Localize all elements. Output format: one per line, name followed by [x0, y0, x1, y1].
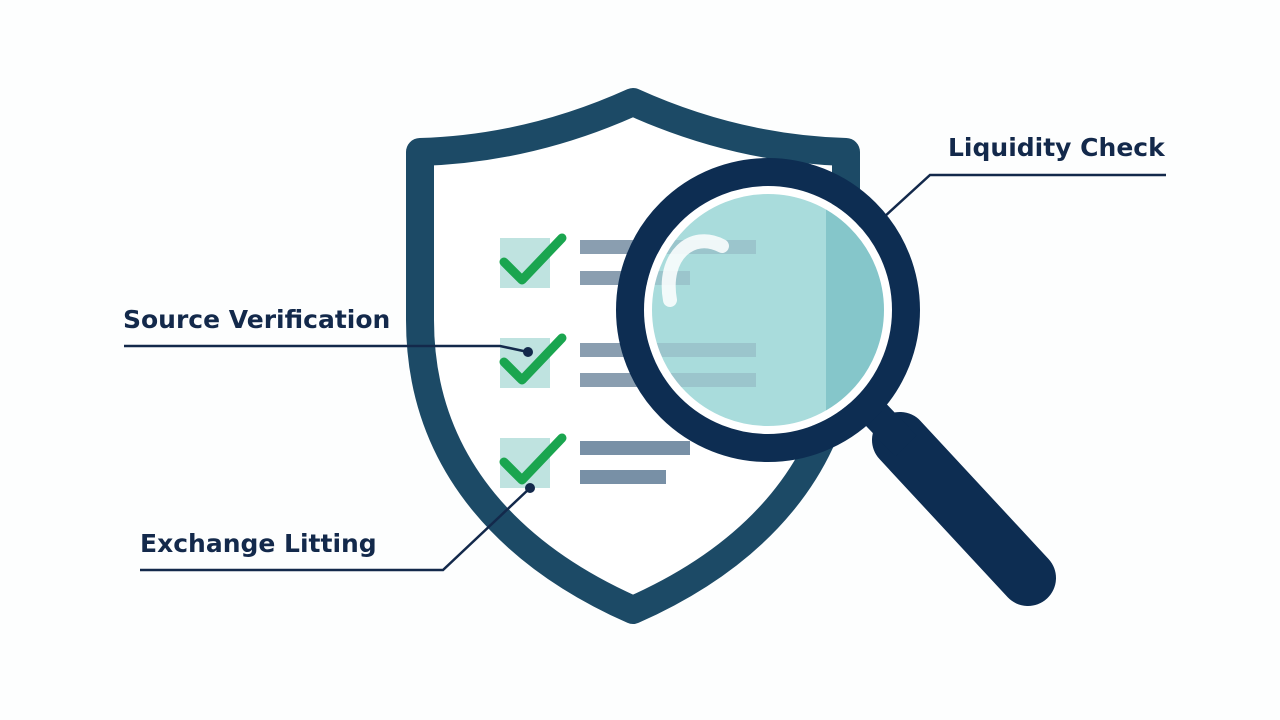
checkmark-icon: [499, 433, 567, 485]
text-line: [580, 441, 690, 455]
liquidity-check-leader: [871, 173, 1166, 229]
magnifier-frame: [616, 158, 920, 462]
callout-dot: [523, 347, 533, 357]
callout-lines: [124, 173, 1166, 572]
exchange-listing-label: Exchange Litting: [140, 529, 377, 558]
text-line: [580, 470, 666, 484]
lens-glare: [661, 234, 729, 307]
liquidity-check-label: Liquidity Check: [948, 133, 1165, 162]
magnifier-handle: [872, 412, 1056, 606]
exchange-listing-leader: [140, 487, 531, 572]
checklist-row: [499, 433, 690, 488]
checkmark-icon: [499, 333, 567, 385]
callout-dot: [525, 483, 535, 493]
source-verification-label: Source Verification: [123, 305, 391, 334]
magnifier-rim: [644, 186, 892, 434]
source-verification-leader: [124, 344, 529, 354]
magnifying-glass-icon: [616, 158, 1056, 606]
checklist: [499, 233, 720, 488]
checkmark-icon: [499, 233, 567, 285]
